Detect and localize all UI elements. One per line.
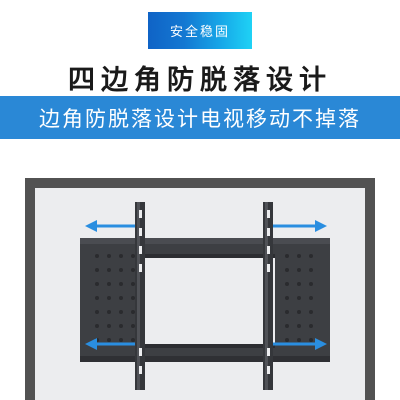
subtitle-text: 边角防脱落设计电视移动不掉落 bbox=[39, 106, 361, 131]
bracket-plate bbox=[80, 238, 330, 362]
bracket-arm-left bbox=[135, 202, 145, 390]
bracket-arm-right bbox=[263, 202, 273, 390]
safety-badge: 安全稳固 bbox=[148, 12, 252, 49]
arrow-top-right-icon bbox=[273, 220, 327, 232]
headline: 四边角防脱落设计 bbox=[68, 65, 332, 96]
arrow-bottom-left-icon bbox=[85, 338, 135, 350]
wall-mount-bracket-image bbox=[80, 202, 330, 390]
subtitle-bar: 边角防脱落设计电视移动不掉落 bbox=[0, 96, 400, 139]
safety-badge-label: 安全稳固 bbox=[169, 25, 230, 40]
arrow-top-left-icon bbox=[85, 220, 135, 232]
arrow-bottom-right-icon bbox=[273, 338, 327, 350]
product-photo-frame bbox=[25, 178, 375, 400]
product-photo bbox=[35, 188, 365, 400]
